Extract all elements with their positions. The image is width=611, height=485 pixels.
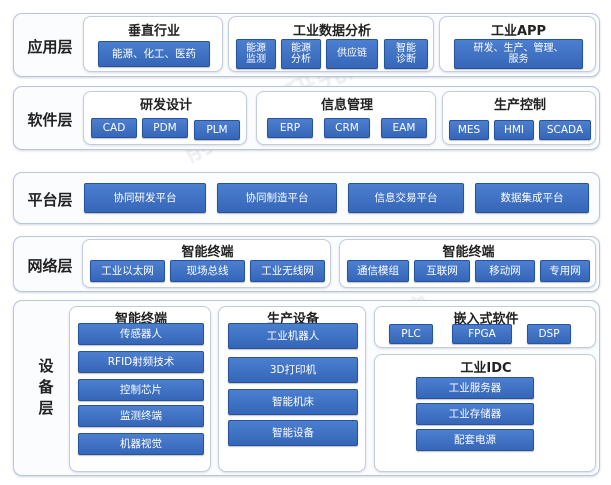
3d-printer: 3D打印机 — [228, 357, 358, 383]
production-control-title: 生产控制 — [493, 98, 546, 113]
rd-production-management-service: 研发、生产、管理、 服务 — [454, 39, 583, 69]
network-terminal-right-title: 智能终端 — [442, 245, 495, 260]
industrial-storage: 工业存储器 — [416, 403, 534, 425]
private-network: 专用网 — [540, 260, 590, 282]
monitoring-terminal: 监测终端 — [78, 405, 204, 427]
industrial-idc-title: 工业IDC — [460, 361, 512, 376]
device-terminal-group: 智能终端 传感器人 RFID射频技术 控制芯片 监测终端 机器视觉 — [69, 306, 211, 472]
control-chip: 控制芯片 — [78, 379, 204, 401]
plm-box: PLM — [194, 120, 240, 140]
cad-box: CAD — [91, 118, 137, 138]
sensor: 传感器人 — [78, 323, 204, 345]
fpga-box: FPGA — [452, 324, 512, 344]
industrial-idc-group: 工业IDC 工业服务器 工业存储器 配套电源 — [374, 354, 596, 472]
production-equipment-group: 生产设备 工业机器人 3D打印机 智能机床 智能设备 — [218, 306, 366, 472]
pdm-box: PDM — [142, 118, 188, 138]
vertical-industry-title: 垂直行业 — [127, 24, 180, 39]
eam-box: EAM — [381, 118, 427, 138]
hmi-box: HMI — [494, 120, 534, 140]
comm-module: 通信模组 — [347, 260, 409, 282]
collab-rd-platform: 协同研发平台 — [84, 183, 206, 213]
info-trading-platform: 信息交易平台 — [348, 183, 464, 213]
energy-analysis: 能源 分析 — [281, 39, 321, 69]
data-integration-platform: 数据集成平台 — [475, 183, 589, 213]
industrial-ethernet: 工业以太网 — [90, 260, 165, 282]
internet: 互联网 — [414, 260, 470, 282]
network-layer-label: 网络层 — [27, 256, 73, 275]
collab-manufacturing-platform: 协同制造平台 — [217, 183, 337, 213]
rfid-tech: RFID射频技术 — [78, 351, 204, 373]
rd-design-title: 研发设计 — [139, 98, 192, 113]
production-control-group: 生产控制 MES HMI SCADA — [442, 91, 596, 145]
smart-diagnosis: 智能 诊断 — [384, 39, 428, 69]
dsp-box: DSP — [527, 324, 571, 344]
network-terminal-left-title: 智能终端 — [181, 245, 234, 260]
industrial-app-group: 工业APP 研发、生产、管理、 服务 — [439, 16, 596, 72]
platform-layer-label: 平台层 — [27, 190, 73, 209]
fieldbus: 现场总线 — [170, 260, 245, 282]
industry-energy-chem-pharma: 能源、化工、医药 — [98, 41, 210, 67]
info-management-title: 信息管理 — [320, 98, 373, 113]
embedded-software-title: 嵌入式软件 — [453, 312, 519, 327]
vertical-industry-group: 垂直行业 能源、化工、医药 — [83, 16, 223, 72]
machine-vision: 机器视觉 — [78, 433, 204, 455]
supply-chain: 供应链 — [326, 39, 378, 69]
scada-box: SCADA — [539, 120, 591, 140]
industrial-app-title: 工业APP — [490, 24, 547, 39]
rd-design-group: 研发设计 CAD PDM PLM — [83, 91, 247, 145]
industrial-wireless: 工业无线网 — [250, 260, 325, 282]
network-terminal-left-group: 智能终端 工业以太网 现场总线 工业无线网 — [82, 239, 331, 288]
crm-box: CRM — [324, 118, 370, 138]
embedded-software-group: 嵌入式软件 PLC FPGA DSP — [374, 306, 596, 348]
mobile-network: 移动网 — [475, 260, 535, 282]
mes-box: MES — [449, 120, 489, 140]
industrial-robot: 工业机器人 — [228, 323, 358, 349]
energy-monitoring: 能源 监测 — [236, 39, 276, 69]
erp-box: ERP — [267, 118, 313, 138]
app-layer-label: 应用层 — [27, 37, 73, 56]
smart-equipment: 智能设备 — [228, 420, 358, 446]
industrial-data-analysis-group: 工业数据分析 能源 监测 能源 分析 供应链 智能 诊断 — [228, 16, 434, 72]
info-management-group: 信息管理 ERP CRM EAM — [256, 91, 436, 145]
industrial-server: 工业服务器 — [416, 377, 534, 399]
industrial-data-analysis-title: 工业数据分析 — [292, 24, 371, 39]
plc-box: PLC — [389, 324, 433, 344]
smart-machine-tool: 智能机床 — [228, 389, 358, 415]
power-supply: 配套电源 — [416, 429, 534, 451]
software-layer-label: 软件层 — [27, 110, 73, 129]
network-terminal-right-group: 智能终端 通信模组 互联网 移动网 专用网 — [339, 239, 596, 288]
device-layer-label: 设备层 — [36, 357, 55, 421]
